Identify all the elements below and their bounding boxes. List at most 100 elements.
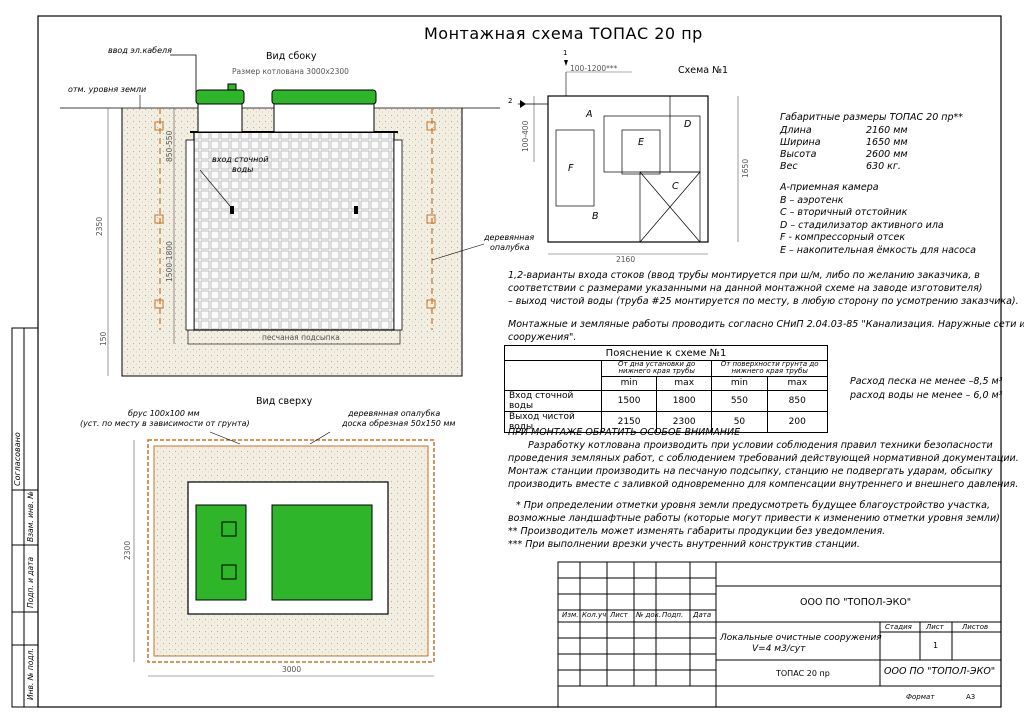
attention-line-1: Разработку котлована производить при усл… [528,440,993,451]
pit-size-label: Размер котлована 3000х2300 [232,67,349,76]
dim-scheme-top: 100-1200*** [570,64,618,73]
sub-header-min-1: min [600,375,658,391]
wood-formwork-label-2: опалубка [490,243,530,252]
dim-scheme-height: 1650 [741,158,750,178]
explanation-table: Пояснение к схеме №1 От дна установки до… [504,345,829,433]
tb-col-podp: Подп. [662,611,684,619]
side-view-drawing [60,54,500,377]
top-view-drawing [133,431,435,677]
scheme-1-drawing [518,60,739,255]
dim-total-height: 2350 [95,216,104,236]
dim-upper: 850-550 [165,130,174,162]
explanation-table-title: Пояснение к схеме №1 [504,345,828,361]
sub-header-max-2: max [766,375,829,391]
tb-sheet-number: 1 [933,641,939,650]
tb-col-doc: № док. [636,611,662,619]
zone-f: F [568,163,574,174]
tb-col-date: Дата [693,611,712,619]
legend-c: C – вторичный отстойник [780,207,908,218]
zone-c: C [672,181,679,192]
tb-format-label: Формат [906,693,935,701]
legend-b: B – аэротенк [780,195,844,206]
wood-formwork-label-1: деревянная [484,233,535,242]
stamp-sign-date: Подп. и дата [26,556,35,608]
footnote-1b: возможные ландшафтные работы (которые мо… [508,513,1000,524]
sub-header-min-2: min [711,375,768,391]
tb-col-list: Лист [610,611,628,619]
formwork-label-1: деревянная опалубка [348,409,441,418]
cell-value: 850 [766,389,829,412]
spec-name-weight: Вес [780,161,798,172]
table-row: Выход чистой воды 2150 2300 50 200 [504,410,829,433]
tb-org-2: ООО ПО "ТОПОЛ-ЭКО" [884,666,996,677]
cell-value: 200 [766,410,829,433]
dim-lower: 1500-1800 [165,241,174,282]
group-header-surface: От поверхности грунта до нижнего края тр… [711,360,828,377]
spec-name-length: Длина [780,125,812,136]
attention-line-2: проведения земляных работ, с соблюдением… [508,453,1019,464]
tb-format-value: А3 [966,693,976,701]
tb-name-1: Локальные очистные сооружения [720,633,882,643]
spec-value-height: 2600 мм [866,149,908,160]
legend-a: A-приемная камера [780,182,879,193]
cell-value: 1800 [656,389,713,412]
spec-value-weight: 630 кг. [866,161,901,172]
tb-name-2: V=4 м3/сут [752,644,806,654]
zone-d: D [684,119,692,130]
attention-line-4: производить вместе с заливкой одновремен… [508,479,1019,490]
tb-sheet: Лист [926,623,944,631]
footnote-1: * При определении отметки уровня земли п… [516,500,991,511]
cell-value: 1500 [600,389,658,412]
tb-stage: Стадия [885,623,912,631]
footnote-2: ** Производитель может изменять габариты… [508,526,886,537]
tb-sheets: Листов [962,623,989,631]
beam-label-2: (уст. по месту в зависимости от грунта) [80,419,250,428]
table-corner [504,360,602,391]
attention-title: ПРИ МОНТАЖЕ ОБРАТИТЬ ОСОБОЕ ВНИМАНИЕ [508,427,741,438]
row-name-sewage: Вход сточной воды [504,389,602,412]
ground-level-label: отм. уровня земли [68,85,147,94]
stamp-inv: Инв. № подл. [26,648,35,700]
cell-value: 50 [711,410,768,433]
variants-note-2: соответствии с размерами указанными на д… [508,283,983,294]
marker-1: 1 [563,49,568,57]
variants-note-1: 1,2-варианты входа стоков (ввод трубы мо… [508,270,980,281]
tb-product: ТОПАС 20 пр [776,669,830,678]
side-view-title: Вид сбоку [266,51,317,62]
variants-note-3: – выход чистой воды (труба #25 монтирует… [508,296,1019,307]
sand-bed-label: песчаная подсыпка [262,333,340,342]
spec-value-width: 1650 мм [866,137,908,148]
attention-line-3: Монтаж станции производить на песчаную п… [508,466,993,477]
group-header-bottom: От дна установки до нижнего края трубы [600,360,713,377]
dim-scheme-width: 2160 [616,255,636,264]
dim-scheme-left: 100-400 [521,120,530,152]
title-block-grid [557,561,1002,708]
table-row: Вход сточной воды 1500 1800 550 850 [504,389,829,412]
spec-name-width: Ширина [780,137,821,148]
sewage-input-label-1: вход сточной [212,155,269,164]
footnote-3: *** При выполнении врезки учесть внутрен… [508,539,860,550]
stamp-agreed: Согласовано [13,432,22,486]
tb-col-izm: Изм. [562,611,579,619]
legend-e: E – накопительная ёмкость для насоса [780,245,977,256]
snip-note-1: Монтажные и земляные работы проводить со… [508,319,1024,330]
formwork-label-2: доска обрезная 50х150 мм [342,419,456,428]
scheme-title: Схема №1 [678,65,729,76]
cable-input-label: ввод эл.кабеля [108,46,172,55]
sand-consumption: Расход песка не менее –8,5 м³ [850,376,1003,387]
spec-value-length: 2160 мм [866,125,908,136]
zone-e: E [638,137,645,148]
legend-f: F - компрессорный отсек [780,232,906,243]
spec-name-height: Высота [780,149,817,160]
stamp-replace: Взам. инв. № [26,491,35,542]
tb-org: ООО ПО "ТОПОЛ-ЭКО" [800,597,912,608]
dim-top-height: 2300 [123,540,132,560]
dim-bottom: 150 [99,331,108,346]
dim-top-width: 3000 [282,665,302,674]
sub-header-max-1: max [656,375,713,391]
snip-note-2: сооружения". [508,332,577,343]
zone-b: B [592,211,599,222]
legend-d: D – стадилизатор активного ила [780,220,944,231]
